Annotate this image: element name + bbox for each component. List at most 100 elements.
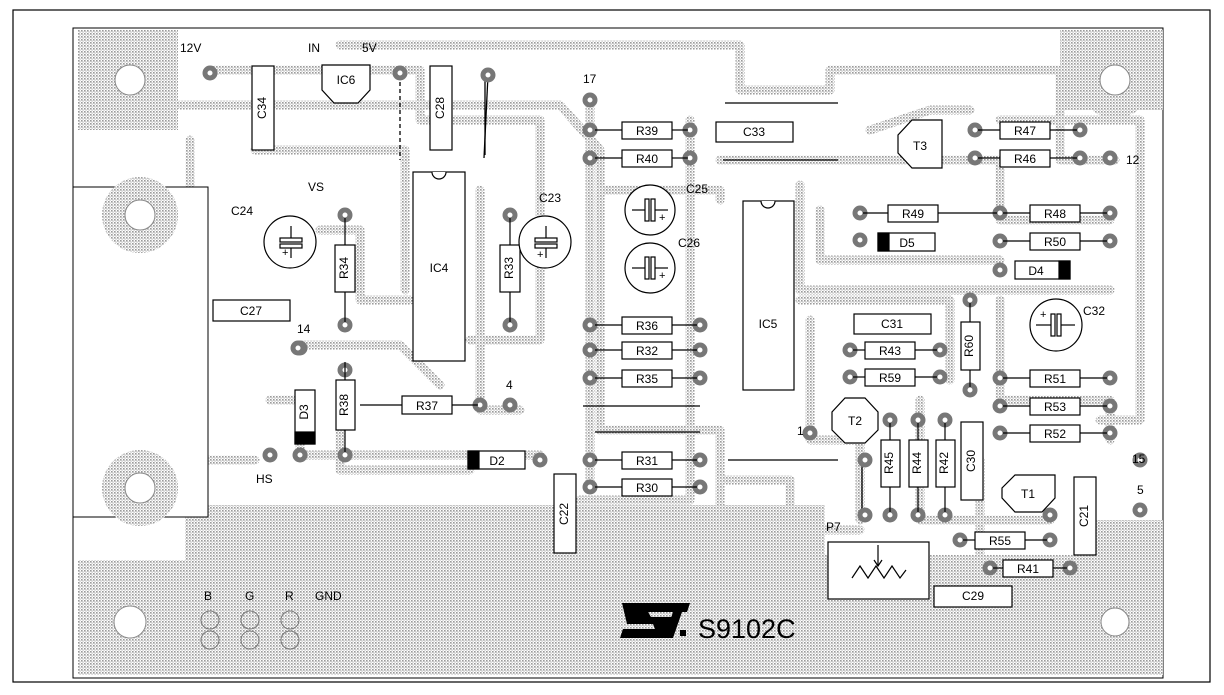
label-t3: T3 xyxy=(913,139,927,153)
label-r53: R53 xyxy=(1044,400,1066,414)
resistor-r53: R53 xyxy=(1003,397,1107,416)
label-pin-5: 5 xyxy=(1137,483,1144,497)
label-gnd: GND xyxy=(315,589,342,603)
label-t2: T2 xyxy=(848,414,862,428)
label-r55: R55 xyxy=(989,534,1011,548)
svg-text:+: + xyxy=(1040,309,1046,321)
label-r52: R52 xyxy=(1044,427,1066,441)
resistor-r39: R39 xyxy=(595,121,688,140)
resistor-r50: R50 xyxy=(1003,232,1107,251)
svg-text:+: + xyxy=(659,212,665,224)
label-d3: D3 xyxy=(297,404,311,420)
resistor-r40: R40 xyxy=(595,149,688,168)
label-r36: R36 xyxy=(636,319,658,333)
resistor-r38: R38 xyxy=(335,362,356,452)
ic4-chip: IC4 xyxy=(412,171,466,362)
label-c27: C27 xyxy=(240,304,262,318)
capacitor-c34: C34 xyxy=(251,65,275,151)
label-pin-12: 12 xyxy=(1126,153,1140,167)
capacitor-c31: C31 xyxy=(853,313,932,335)
resistor-r35: R35 xyxy=(595,369,697,388)
label-c30: C30 xyxy=(964,450,978,472)
label-r46: R46 xyxy=(1014,152,1036,166)
capacitor-c24: + xyxy=(263,215,317,269)
label-pin-17: 17 xyxy=(583,72,597,86)
label-ic5: IC5 xyxy=(759,317,778,331)
resistor-r52: R52 xyxy=(1003,424,1107,443)
resistor-r43: R43 xyxy=(853,341,937,360)
ic6-regulator: IC6 xyxy=(321,64,371,104)
label-r60: R60 xyxy=(962,335,976,357)
capacitor-c32: + xyxy=(1029,298,1083,352)
resistor-r33: R33 xyxy=(499,218,521,322)
solder-pads xyxy=(202,65,1148,576)
resistor-r36: R36 xyxy=(595,316,697,335)
jumper-wires xyxy=(399,74,863,515)
resistor-r45: R45 xyxy=(880,423,901,512)
label-r49: R49 xyxy=(902,207,924,221)
label-r35: R35 xyxy=(636,372,658,386)
st-logo xyxy=(620,603,690,638)
label-5v: 5V xyxy=(362,41,377,55)
label-r30: R30 xyxy=(636,481,658,495)
potentiometer-p7 xyxy=(827,541,930,600)
label-r37: R37 xyxy=(416,399,438,413)
resistor-r34: R34 xyxy=(334,218,356,322)
label-r48: R48 xyxy=(1044,207,1066,221)
mounting-hole-top-left xyxy=(90,40,170,120)
mounting-holes xyxy=(90,40,1153,662)
label-hs: HS xyxy=(256,472,273,486)
resistor-r44: R44 xyxy=(908,423,929,512)
resistor-r42: R42 xyxy=(935,423,956,512)
label-b: B xyxy=(204,589,212,603)
resistor-r30: R30 xyxy=(595,478,697,497)
vga-connector xyxy=(72,177,209,526)
label-r34: R34 xyxy=(337,257,351,279)
mounting-hole-bottom-right xyxy=(1079,586,1151,658)
diode-d5: D5 xyxy=(877,232,936,252)
label-r31: R31 xyxy=(636,454,658,468)
label-d4: D4 xyxy=(1028,264,1044,278)
resistor-r31: R31 xyxy=(595,451,697,470)
capacitor-c27: C27 xyxy=(212,299,291,322)
outer-frame xyxy=(12,9,1211,683)
resistor-r55: R55 xyxy=(963,531,1047,550)
label-d5: D5 xyxy=(899,236,915,250)
resistor-r32: R32 xyxy=(595,341,697,360)
label-c31: C31 xyxy=(881,317,903,331)
label-r33: R33 xyxy=(502,257,516,279)
capacitor-c30: C30 xyxy=(960,421,984,501)
label-r39: R39 xyxy=(636,124,658,138)
label-c29: C29 xyxy=(962,589,984,603)
svg-text:+: + xyxy=(282,247,288,259)
resistor-r47: R47 xyxy=(978,121,1077,140)
transistor-t3: T3 xyxy=(897,119,943,169)
label-c23: C23 xyxy=(539,191,561,205)
label-c26: C26 xyxy=(678,236,700,250)
capacitor-c22: C22 xyxy=(553,473,577,554)
label-pin-15: 15 xyxy=(1132,452,1146,466)
svg-text:+: + xyxy=(537,249,543,261)
resistor-r48: R48 xyxy=(1003,204,1107,223)
rgb-pads xyxy=(200,610,300,650)
capacitor-c33: C33 xyxy=(715,121,794,143)
label-pin-14: 14 xyxy=(297,322,311,336)
label-c24: C24 xyxy=(231,204,253,218)
label-vs: VS xyxy=(308,180,324,194)
label-in: IN xyxy=(308,41,320,55)
silkscreen-labels: 12V IN 5V 17 VS C24 C23 C25 C26 C32 12 1… xyxy=(180,41,1146,603)
capacitor-c21: C21 xyxy=(1073,476,1097,556)
capacitor-c28: C28 xyxy=(429,65,453,151)
capacitor-c29: C29 xyxy=(933,585,1013,608)
label-r: R xyxy=(285,589,294,603)
label-r51: R51 xyxy=(1044,372,1066,386)
label-c32: C32 xyxy=(1083,304,1105,318)
resistor-r41: R41 xyxy=(993,559,1067,578)
label-t1: T1 xyxy=(1021,487,1035,501)
resistor-r60: R60 xyxy=(960,303,981,387)
resistor-r46: R46 xyxy=(978,149,1077,168)
label-r45: R45 xyxy=(882,452,896,474)
label-r38: R38 xyxy=(337,394,351,416)
label-12v: 12V xyxy=(180,41,201,55)
diode-d3: D3 xyxy=(294,389,316,445)
